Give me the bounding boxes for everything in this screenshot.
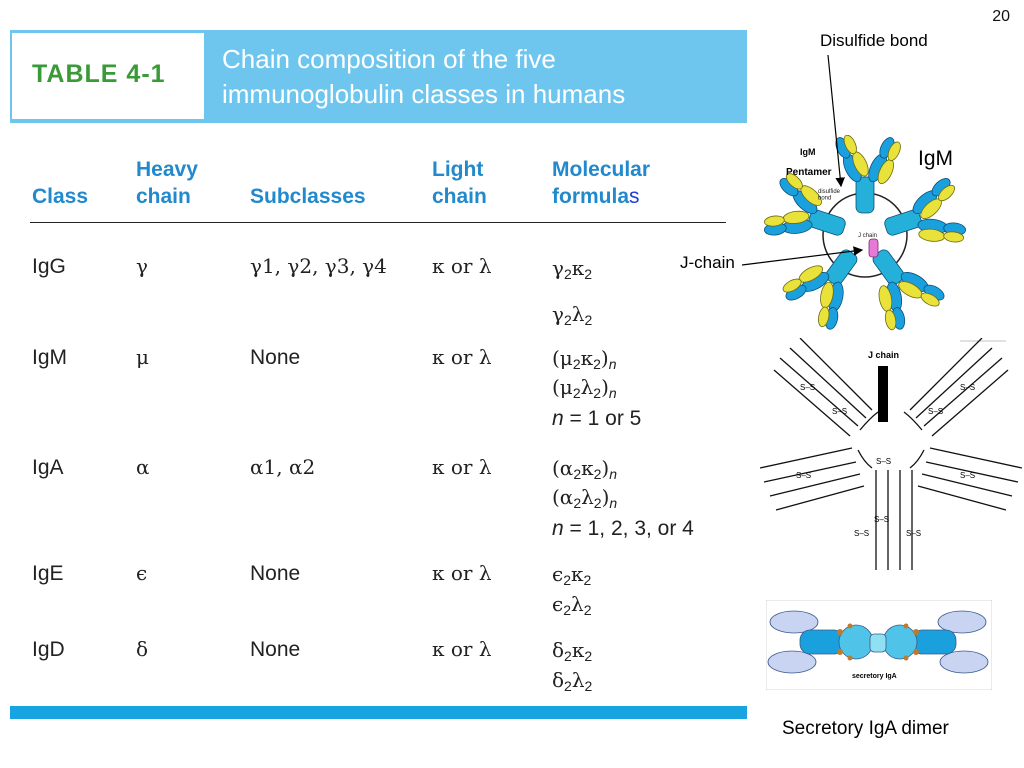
ss-label: S–S — [800, 383, 815, 392]
row-igm-light: κ or λ — [432, 345, 492, 369]
row-igg-formula-1: γ2κ2 — [552, 256, 593, 282]
row-igm-formula-2: (μ2λ2)n — [552, 375, 617, 401]
row-ige-formula-1: ϵ2κ2 — [552, 562, 592, 588]
row-igg-subclasses: γ1, γ2, γ3, γ4 — [250, 254, 387, 278]
col-header-class: Class — [32, 185, 89, 208]
row-igg-heavy: γ — [136, 254, 148, 278]
row-ige-formula-2: ϵ2λ2 — [552, 592, 592, 618]
table-label-box — [12, 33, 204, 119]
row-iga-subclasses: α1, α2 — [250, 455, 316, 479]
row-iga-class: IgA — [32, 456, 64, 479]
schematic-j-chain-label: J chain — [868, 350, 899, 360]
ss-label: S–S — [876, 457, 891, 466]
ss-label: S–S — [854, 529, 869, 538]
j-chain-arrow — [741, 246, 864, 266]
secretory-iga-figure: secretory IgA — [766, 600, 992, 690]
col-header-formula-text: Molecular formula — [552, 158, 651, 208]
col-header-subclasses: Subclasses — [250, 185, 366, 208]
row-igd-formula-2: δ2λ2 — [552, 668, 593, 694]
row-ige-heavy: ϵ — [136, 561, 148, 585]
ss-label: S–S — [906, 529, 921, 538]
row-ige-subclasses: None — [250, 562, 301, 585]
row-iga-formula-1: (α2κ2)n — [552, 456, 618, 482]
row-igm-note: n = 1 or 5 — [552, 407, 642, 430]
secretory-iga-inset-label: secretory IgA — [852, 673, 897, 680]
row-igd-light: κ or λ — [432, 637, 492, 661]
j-chain-shape — [868, 238, 879, 258]
row-igm-formula-1: (μ2κ2)n — [552, 346, 617, 372]
row-igm-class: IgM — [32, 346, 68, 369]
row-igg-light: κ or λ — [432, 254, 492, 278]
row-iga-note: n = 1, 2, 3, or 4 — [552, 517, 694, 540]
row-ige-class: IgE — [32, 562, 64, 585]
disulfide-bond-label: Disulfide bond — [820, 31, 928, 50]
igm-label: IgM — [918, 147, 954, 170]
col-header-formula: Molecular formulas — [552, 156, 650, 210]
table-bottom-bar — [10, 706, 747, 719]
header-rule — [30, 222, 726, 223]
row-iga-formula-2: (α2λ2)n — [552, 485, 618, 511]
ss-label: S–S — [928, 407, 943, 416]
col-header-heavy-chain: Heavy chain — [136, 158, 198, 208]
row-igg-formula-2: γ2λ2 — [552, 302, 593, 328]
ss-label: S–S — [874, 515, 889, 524]
row-ige-light: κ or λ — [432, 561, 492, 585]
j-chain-label: J-chain — [680, 253, 735, 272]
igm-schematic-figure: J chain S–S S–S S–S S–S S–S S–S S–S S–S … — [760, 338, 1022, 570]
secretory-iga-caption: Secretory IgA dimer — [782, 718, 949, 739]
row-igd-formula-1: δ2κ2 — [552, 638, 593, 664]
disulfide-arrow — [827, 54, 845, 188]
col-header-formula-suffix: s — [629, 185, 640, 208]
igm-inset-title: IgM — [800, 147, 816, 157]
schematic-j-chain-bar — [878, 366, 888, 422]
ss-label: S–S — [796, 471, 811, 480]
row-iga-heavy: α — [136, 455, 150, 479]
row-igg-class: IgG — [32, 255, 66, 278]
row-igm-subclasses: None — [250, 346, 301, 369]
table-title: Chain composition of the five immunoglob… — [222, 44, 626, 109]
ss-label: S–S — [832, 407, 847, 416]
row-igd-heavy: δ — [136, 637, 149, 661]
ss-label: S–S — [960, 383, 975, 392]
row-igd-class: IgD — [32, 638, 65, 661]
col-header-light-chain: Light chain — [432, 158, 487, 208]
ss-label: S–S — [960, 471, 975, 480]
row-igm-heavy: μ — [136, 345, 149, 369]
row-iga-light: κ or λ — [432, 455, 492, 479]
igm-inset-jchain: J chain — [858, 233, 877, 239]
slide-number: 20 — [992, 8, 1010, 25]
table-label: TABLE 4-1 — [32, 60, 166, 88]
igm-inset-sub: Pentamer — [786, 167, 832, 178]
row-igd-subclasses: None — [250, 638, 301, 661]
